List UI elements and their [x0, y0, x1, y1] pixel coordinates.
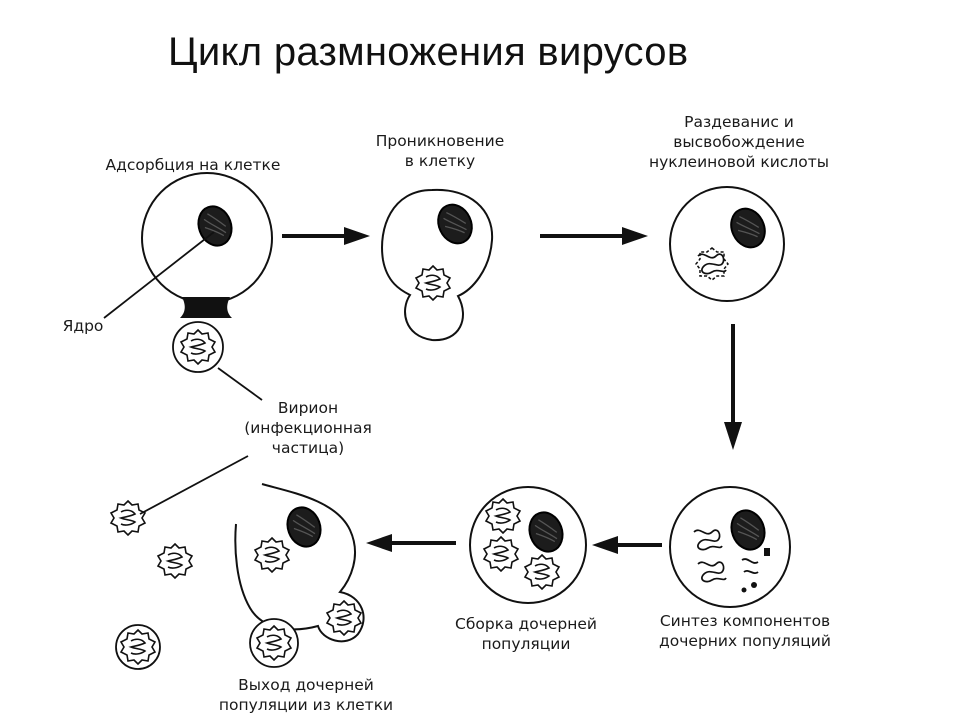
arrow-right-2: [540, 227, 648, 245]
arrow-down: [724, 324, 742, 450]
free-virion-pointer: [139, 455, 249, 515]
arrow-left-1: [592, 536, 662, 554]
cell-assembly: [469, 486, 587, 604]
cell-synthesis: [669, 486, 791, 608]
label-adsorption: Адсорбция на клетке: [105, 156, 281, 174]
cell-release: [234, 483, 365, 668]
label-virion: Вирион (инфекционная частица): [244, 399, 372, 457]
label-synthesis: Синтез компонентов дочерних популяций: [659, 612, 831, 650]
cell-uncoating: [669, 186, 785, 302]
nucleus-pointer: [103, 231, 215, 319]
cell-adsorption: [103, 172, 273, 401]
arrow-right-1: [282, 227, 370, 245]
label-release: Выход дочерней популяции из клетки: [218, 676, 394, 714]
arrow-left-2: [366, 534, 456, 552]
label-nucleus: Ядро: [62, 317, 104, 335]
virion-pointer: [217, 367, 263, 401]
label-penetration: Проникновение в клетку: [375, 132, 505, 170]
free-virions: [110, 455, 249, 670]
cell-penetration: [381, 188, 494, 342]
label-assembly: Сборка дочерней популяции: [455, 615, 597, 653]
page-title: Цикл размножения вирусов: [168, 30, 689, 74]
label-uncoating: Раздеванис и высвобождение нуклеиновой к…: [648, 113, 830, 171]
receptor: [180, 297, 232, 318]
